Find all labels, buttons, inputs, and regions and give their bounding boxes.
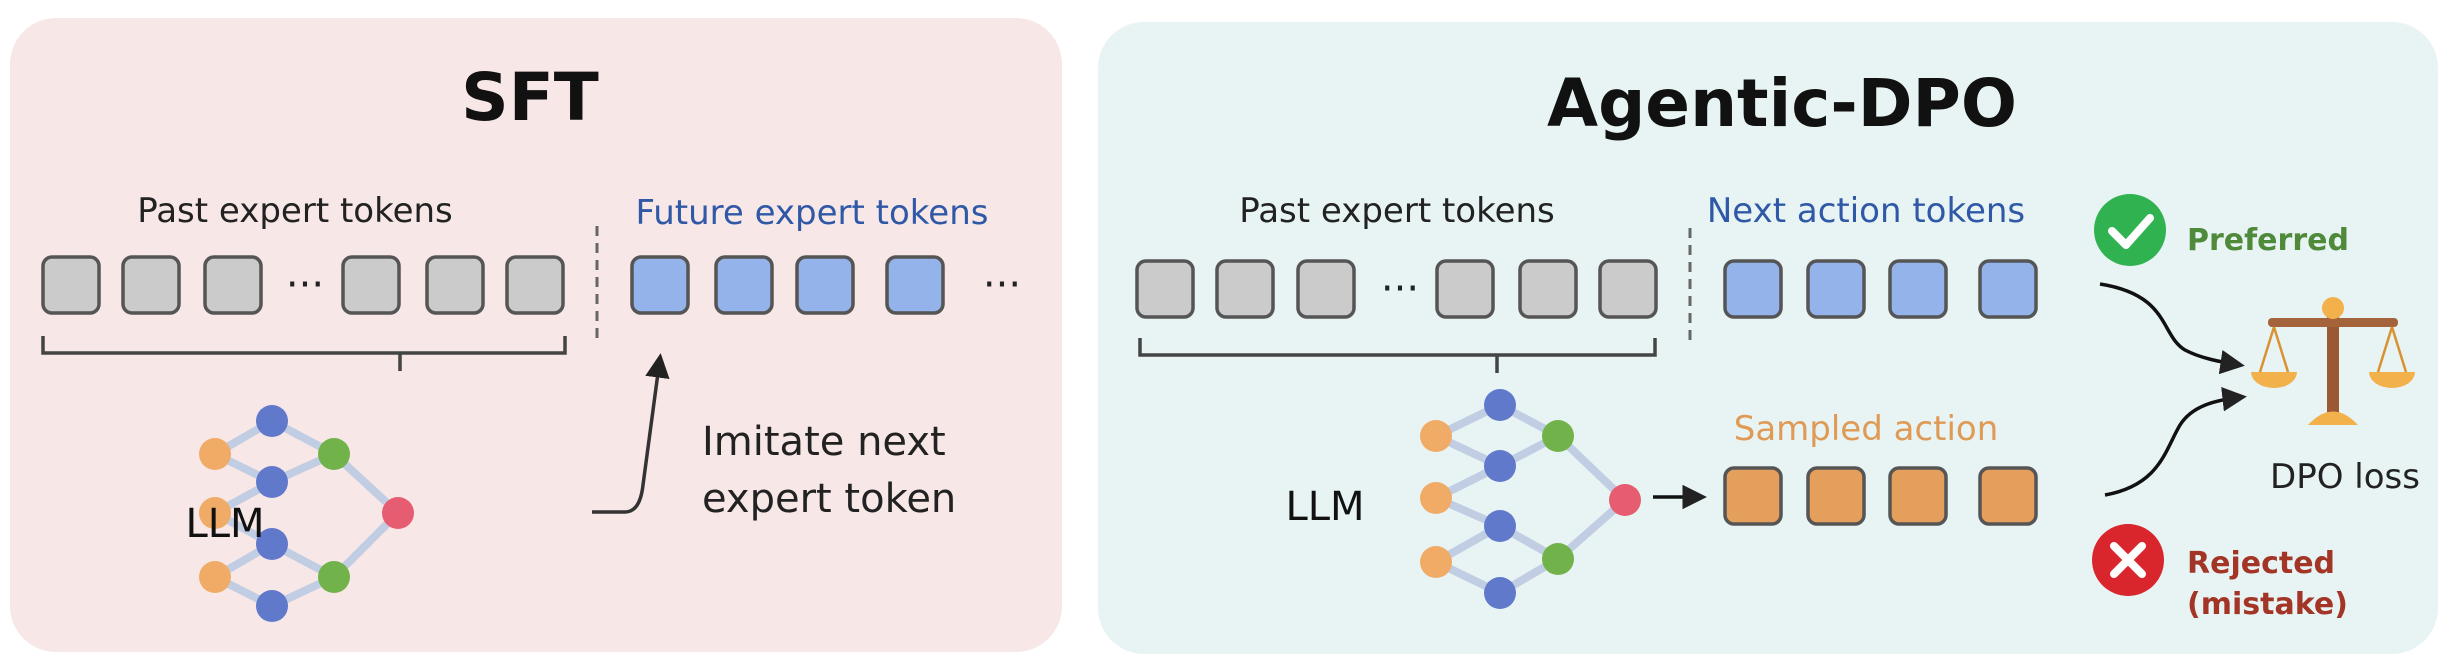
sft-future-ellipsis: ··· bbox=[983, 262, 1021, 308]
sft-neural-network-icon bbox=[199, 405, 414, 622]
past-token bbox=[121, 255, 181, 315]
cross-icon bbox=[2092, 524, 2164, 596]
future-token bbox=[795, 255, 855, 315]
sft-title: SFT bbox=[461, 59, 599, 136]
dpo-title: Agentic-DPO bbox=[1547, 65, 2017, 142]
dpo-past-label: Past expert tokens bbox=[1239, 191, 1555, 231]
sft-past-label: Past expert tokens bbox=[137, 191, 453, 231]
past-token bbox=[1215, 259, 1275, 319]
rejected-arrow bbox=[2104, 386, 2247, 497]
dpo-loss-label: DPO loss bbox=[2270, 457, 2420, 497]
past-token bbox=[1518, 259, 1578, 319]
expert-action-token bbox=[1888, 259, 1948, 319]
sft-past-tokens: ··· bbox=[41, 255, 565, 315]
sft-imitate-arrow bbox=[592, 353, 670, 514]
dpo-next-label: Next action tokens bbox=[1707, 191, 2025, 231]
dpo-sampled-label: Sampled action bbox=[1734, 409, 1999, 449]
past-token bbox=[425, 255, 485, 315]
past-token bbox=[1296, 259, 1356, 319]
future-token bbox=[885, 255, 945, 315]
dpo-past-tokens: ··· bbox=[1135, 259, 1658, 319]
past-token bbox=[341, 255, 401, 315]
scales-icon bbox=[2251, 297, 2415, 425]
past-token bbox=[1435, 259, 1495, 319]
past-token bbox=[1135, 259, 1195, 319]
sft-note-line1: Imitate next bbox=[702, 419, 946, 465]
future-token bbox=[630, 255, 690, 315]
dpo-sampled-tokens bbox=[1723, 466, 2038, 526]
dpo-llm-label: LLM bbox=[1285, 484, 1364, 530]
dpo-panel: Agentic-DPO Past expert tokens Next acti… bbox=[1098, 22, 2438, 654]
rejected-reason: (mistake) bbox=[2187, 587, 2348, 622]
sft-context-brace bbox=[41, 336, 567, 371]
sft-future-tokens: ··· bbox=[630, 255, 1021, 315]
future-token bbox=[714, 255, 774, 315]
dpo-context-brace bbox=[1138, 338, 1657, 373]
expert-action-token bbox=[1723, 259, 1783, 319]
past-token bbox=[41, 255, 101, 315]
expert-action-token bbox=[1978, 259, 2038, 319]
sft-panel: SFT Past expert tokens Future expert tok… bbox=[10, 18, 1062, 652]
sampled-action-token bbox=[1978, 466, 2038, 526]
dpo-next-tokens bbox=[1723, 259, 2038, 319]
past-token bbox=[505, 255, 565, 315]
sampled-action-token bbox=[1888, 466, 1948, 526]
sft-note-line2: expert token bbox=[702, 476, 956, 522]
sft-future-label: Future expert tokens bbox=[636, 193, 989, 233]
expert-action-token bbox=[1806, 259, 1866, 319]
preferred-label: Preferred bbox=[2187, 223, 2349, 258]
preferred-arrow bbox=[2099, 282, 2245, 375]
dpo-neural-network-icon bbox=[1420, 389, 1641, 609]
sft-llm-label: LLM bbox=[185, 501, 264, 547]
past-token bbox=[203, 255, 263, 315]
sampled-action-token bbox=[1723, 466, 1783, 526]
dpo-past-ellipsis: ··· bbox=[1381, 266, 1419, 312]
rejected-label: Rejected bbox=[2187, 546, 2335, 581]
sampled-action-token bbox=[1806, 466, 1866, 526]
sft-past-ellipsis: ··· bbox=[286, 262, 324, 308]
past-token bbox=[1598, 259, 1658, 319]
check-icon bbox=[2094, 194, 2166, 266]
